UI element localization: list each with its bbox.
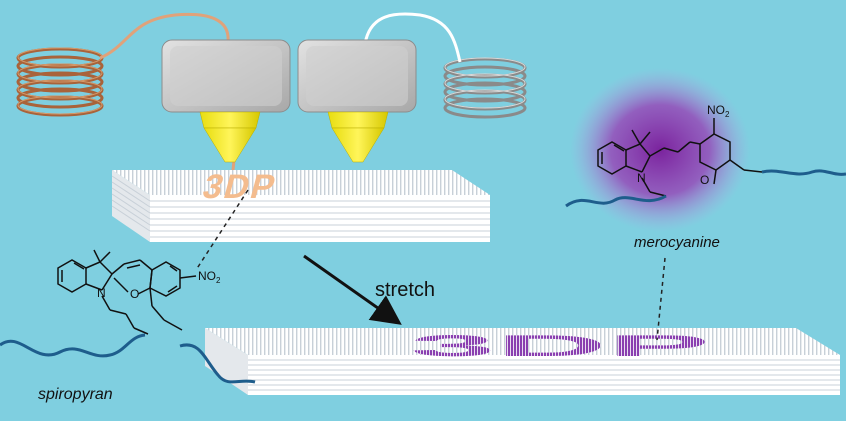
merocyanine-no2: NO2 [707, 103, 730, 119]
printhead-right [297, 39, 417, 163]
spiropyran-no2: NO2 [198, 269, 221, 285]
spiropyran-label: spiropyran [38, 386, 113, 403]
printed-text: 3DP [199, 169, 281, 206]
printhead-left [161, 39, 291, 163]
print-bed [111, 170, 490, 242]
polymer-chain-right-2 [761, 169, 846, 176]
merocyanine-structure [597, 118, 763, 197]
stretch-arrow [303, 254, 402, 325]
silver-spool-icon [443, 57, 527, 119]
merocyanine-label: merocyanine [634, 234, 720, 251]
dashed-connector-right [656, 257, 666, 341]
spiropyran-o: O [130, 287, 139, 301]
polymer-chain-right-1 [565, 194, 667, 208]
polymer-chain-left [0, 333, 146, 358]
copper-filament [99, 12, 230, 60]
copper-spool-icon [16, 47, 104, 117]
silver-filament [363, 12, 462, 63]
merocyanine-o: O [700, 173, 709, 187]
stretched-film [205, 328, 840, 395]
spiropyran-structure [57, 249, 197, 335]
merocyanine-n: N [637, 171, 646, 185]
polymer-chain-left-2 [179, 343, 256, 384]
spiropyran-n: N [97, 286, 106, 300]
stretched-text: 3DP [410, 330, 710, 363]
stretch-label: stretch [375, 279, 435, 301]
